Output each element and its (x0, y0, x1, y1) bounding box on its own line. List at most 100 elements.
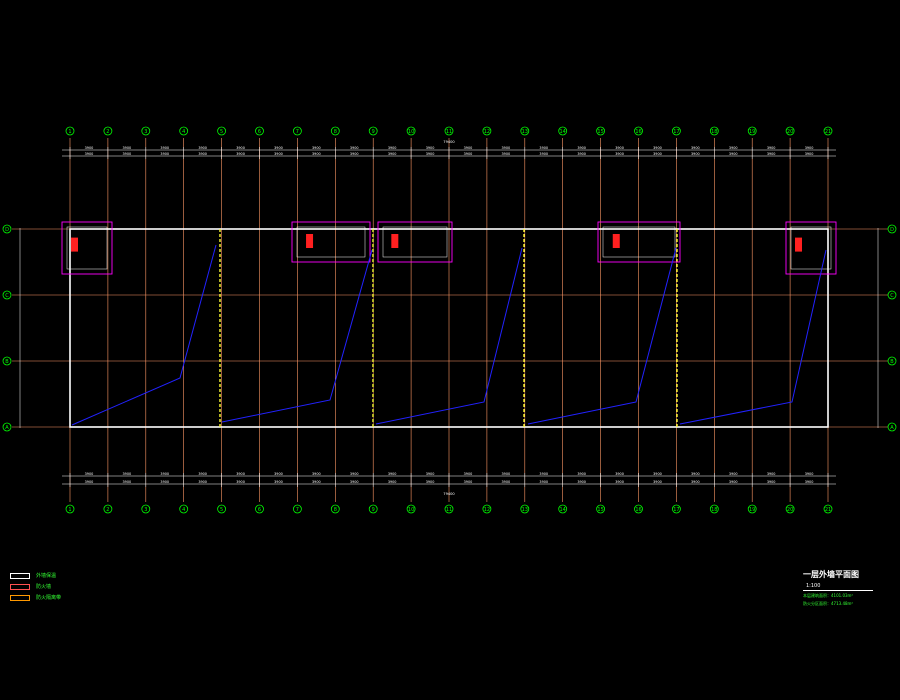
axis-bubble (482, 504, 492, 514)
dimension-text: 3900 (388, 146, 397, 150)
axis-bubble (2, 356, 12, 366)
axis-bubble (887, 422, 897, 432)
axis-label: 3 (144, 507, 147, 513)
area-note: 本层建筑面积：4101.03m² (803, 593, 854, 598)
dimension-text: 3900 (767, 152, 776, 156)
dimension-text: 3900 (615, 146, 624, 150)
dimension-text: 3900 (312, 152, 321, 156)
axis-label: A (890, 425, 894, 431)
axis-bubble (406, 126, 416, 136)
drawing-scale: 1:100 (806, 583, 821, 589)
dimension-text: 3900 (615, 472, 624, 476)
dimension-text: 3900 (426, 480, 435, 484)
axis-bubble (558, 126, 568, 136)
axis-bubble (2, 290, 12, 300)
axis-bubble (558, 504, 568, 514)
dimension-text: 3900 (388, 152, 397, 156)
axis-label: C (890, 293, 894, 299)
axis-bubble (217, 504, 227, 514)
drawing-title-block: 一层外墙平面图1:100 本层建筑面积：4101.03m² 防火分区面积：471… (803, 569, 873, 607)
dimension-text: 3900 (464, 146, 473, 150)
dimension-text: 3900 (691, 152, 700, 156)
axis-label: 4 (182, 129, 185, 135)
axis-label: 6 (258, 129, 261, 135)
dimension-text: 3900 (274, 152, 283, 156)
legend-item-insulation: 外墙保温 (10, 570, 61, 581)
axis-label: 9 (372, 507, 375, 513)
axis-label: 17 (673, 507, 679, 513)
axis-bubble (887, 356, 897, 366)
axis-bubble (672, 504, 681, 514)
axis-label: 12 (484, 507, 490, 513)
dimension-text: 3900 (426, 152, 435, 156)
axis-bubble (887, 290, 897, 300)
axis-label: 13 (522, 129, 528, 135)
core-inner-wall (790, 226, 832, 270)
axis-label: 21 (825, 507, 831, 513)
axis-bubble (709, 126, 719, 136)
annotation-leader (679, 249, 827, 425)
axis-bubble (330, 126, 340, 136)
legend-swatch (10, 594, 30, 601)
axis-label: 18 (711, 129, 717, 135)
axis-label: 18 (711, 507, 717, 513)
axis-label: D (5, 227, 9, 233)
axis-label: 2 (106, 129, 109, 135)
axis-label: 10 (408, 129, 414, 135)
legend-label: 防火墙 (36, 584, 52, 590)
core-inner-wall (296, 226, 366, 258)
stair-core (61, 221, 113, 275)
axis-label: C (5, 293, 9, 299)
fire-door-icon (306, 234, 314, 248)
dimension-text: 3900 (502, 152, 511, 156)
dimension-text: 3900 (123, 146, 132, 150)
axis-grid-lines (12, 138, 888, 502)
dimension-text: 3900 (805, 152, 814, 156)
stair-cores (61, 221, 837, 275)
axis-bubble (255, 126, 264, 136)
dimension-text: 3900 (123, 472, 132, 476)
dimension-text: 3900 (767, 146, 776, 150)
dimension-text: 3900 (464, 472, 473, 476)
axis-label: 14 (560, 129, 566, 135)
axis-label: 7 (296, 129, 299, 135)
axis-label: 11 (446, 129, 452, 135)
dimension-text: 3900 (805, 480, 814, 484)
axis-bubble (292, 126, 302, 136)
dimension-text: 3900 (577, 480, 586, 484)
dimension-text: 3900 (502, 480, 511, 484)
dimension-text: 3900 (729, 152, 738, 156)
axis-bubble (520, 126, 530, 136)
dimension-text: 3900 (85, 480, 94, 484)
dimension-text: 3900 (729, 146, 738, 150)
axis-bubble (785, 126, 795, 136)
axis-bubble (596, 504, 605, 514)
dimension-text: 3900 (236, 480, 245, 484)
dimension-text: 3900 (160, 146, 169, 150)
dimension-text: 3900 (464, 152, 473, 156)
dimension-text: 3900 (539, 480, 548, 484)
dimension-text: 3900 (236, 146, 245, 150)
dimension-text: 3900 (123, 152, 132, 156)
core-inner-wall (602, 226, 676, 258)
axis-label: 1 (68, 129, 71, 135)
dimension-text: 3900 (577, 472, 586, 476)
dimension-text: 3900 (729, 472, 738, 476)
axis-bubble (823, 504, 833, 514)
dimension-text: 3900 (388, 480, 397, 484)
annotation-leader (221, 249, 373, 423)
axis-label: 3 (144, 129, 147, 135)
axis-label: 15 (597, 507, 603, 513)
axis-bubble (103, 504, 113, 514)
dimension-text: 3900 (274, 146, 283, 150)
axis-label: 20 (787, 507, 793, 513)
dimension-text: 3900 (729, 480, 738, 484)
dimension-text: 3900 (198, 152, 207, 156)
overall-dimension-text: 79400 (443, 492, 455, 496)
exterior-wall-outline (69, 228, 829, 428)
axis-bubble (709, 504, 719, 514)
axis-label: 17 (673, 129, 679, 135)
axis-bubble (292, 504, 302, 514)
axis-label: 16 (635, 507, 641, 513)
